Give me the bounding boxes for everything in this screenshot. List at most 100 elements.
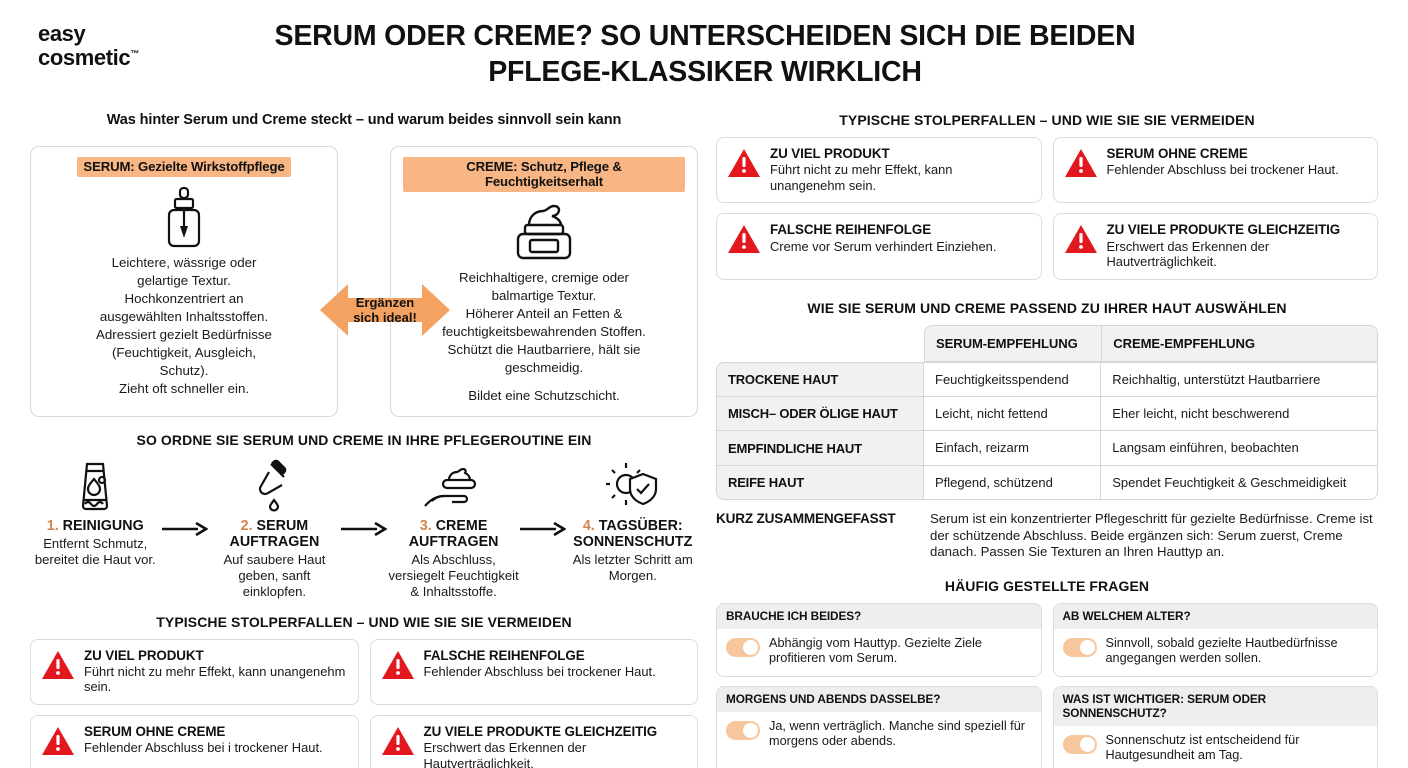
creme-footer-line: Bildet eine Schutzschicht. xyxy=(468,388,620,404)
table-cell-creme: Reichhaltig, unterstützt Hautbarriere xyxy=(1101,361,1378,397)
summary-text: Serum ist ein konzentrierter Pflegeschri… xyxy=(930,511,1373,560)
table-cell-serum: Einfach, reizarm xyxy=(924,430,1102,465)
table-cell-serum: Feuchtigkeitsspendend xyxy=(924,361,1102,397)
complement-badge: Ergänzen sich ideal! xyxy=(320,274,450,346)
pitfall-desc: Fehlender Abschluss bei i trockener Haut… xyxy=(84,740,323,756)
routine-step-4-title: 4. TAGSÜBER: SONNENSCHUTZ xyxy=(568,518,698,550)
brand-logo: easy cosmetic™ xyxy=(38,22,139,70)
cleanser-tube-icon xyxy=(30,456,160,512)
faq-question[interactable]: MORGENS UND ABENDS DASSELBE? xyxy=(717,686,1041,712)
pitfall-desc: Fehlender Abschluss bei trockener Haut. xyxy=(1106,162,1339,178)
toggle-switch[interactable] xyxy=(726,637,760,657)
toggle-switch[interactable] xyxy=(1062,637,1097,657)
routine-step-3-title: 3. CREME AUFTRAGEN xyxy=(388,518,518,550)
faq-item[interactable]: AB WELCHEM ALTER? Sinnvoll, sobald gezie… xyxy=(1052,602,1378,677)
pitfalls-left-grid: ZU VIEL PRODUKT Führt nicht zu mehr Effe… xyxy=(30,638,698,768)
routine-step-1-label: REINIGUNG xyxy=(62,518,144,535)
serum-line-4: Adressiert gezielt Bedürfnisse xyxy=(96,327,272,343)
pitfall-desc: Erschwert das Erkennen der Hautverträgli… xyxy=(1106,238,1270,270)
faq-answer-row: Ja, wenn verträglich. Manche sind spezie… xyxy=(717,712,1041,759)
serum-card-heading: SERUM: Gezielte Wirkstoffpflege xyxy=(77,157,291,177)
pitfall-title: ZU VIEL PRODUKT xyxy=(84,647,204,663)
double-arrow-icon xyxy=(320,284,450,336)
routine-arrow-3 xyxy=(519,456,568,537)
pitfall-card: SERUM OHNE CREME Fehlender Abschluss bei… xyxy=(1052,137,1378,204)
pitfall-title: FALSCHE REIHENFOLGE xyxy=(770,222,932,238)
creme-card: CREME: Schutz, Pflege & Feuchtigkeitserh… xyxy=(390,146,698,418)
pitfall-text: FALSCHE REIHENFOLGE Creme vor Serum verh… xyxy=(770,222,996,254)
faq-question[interactable]: BRAUCHE ICH BEIDES? xyxy=(717,603,1041,629)
warning-triangle-icon xyxy=(41,726,75,762)
pitfall-desc: Fehlender Abschluss bei trockener Haut. xyxy=(423,664,656,679)
table-row-skin: MISCH– ODER ÖLIGE HAUT xyxy=(716,396,924,431)
table-header-row: SERUM-EMPFEHLUNG CREME-EMPFEHLUNG xyxy=(716,324,1378,362)
faq-item[interactable]: WAS IST WICHTIGER: SERUM ODER SONNENSCHU… xyxy=(1052,685,1378,768)
routine-arrow-1 xyxy=(160,456,209,537)
serum-line-3: ausgewählten Inhaltsstoffen. xyxy=(99,309,269,325)
creme-card-text: Reichhaltigere, cremige oder balmartige … xyxy=(403,269,685,404)
routine-step-4: 4. TAGSÜBER: SONNENSCHUTZ Als letzter Sc… xyxy=(568,456,698,584)
routine-section-title: SO ORDNE SIE SERUM UND CREME IN IHRE PFL… xyxy=(136,432,592,449)
pitfall-card: FALSCHE REIHENFOLGE Creme vor Serum verh… xyxy=(716,213,1042,280)
summary-block: KURZ ZUSAMMENGEFASST Serum ist ein konze… xyxy=(716,511,1378,561)
faq-grid: BRAUCHE ICH BEIDES? Abhängig vom Hauttyp… xyxy=(716,602,1378,768)
table-cell-serum: Leicht, nicht fettend xyxy=(924,396,1102,431)
serum-line-2: Hochkonzentriert an xyxy=(124,291,244,307)
routine-step-4-label: TAGSÜBER: SONNENSCHUTZ xyxy=(573,518,693,551)
table-cell-creme: Spendet Feuchtigkeit & Geschmeidigkeit xyxy=(1101,464,1378,501)
complement-badge-line1: Ergänzen xyxy=(355,294,415,310)
summary-label: KURZ ZUSAMMENGEFASST xyxy=(716,511,896,527)
creme-line-5: geschmeidig. xyxy=(504,360,584,376)
pitfall-title: SERUM OHNE CREME xyxy=(84,723,226,739)
routine-step-3-number: 3. xyxy=(419,518,432,535)
serum-line-5: (Feuchtigkeit, Ausgleich, xyxy=(111,345,257,361)
faq-answer-row: Abhängig vom Hauttyp. Gezielte Ziele pro… xyxy=(717,629,1041,676)
complement-badge-label: Ergänzen sich ideal! xyxy=(353,295,417,326)
pitfall-desc: Creme vor Serum verhindert Einziehen. xyxy=(770,238,997,254)
pitfall-title: FALSCHE REIHENFOLGE xyxy=(423,647,585,663)
creme-line-1: balmartige Textur. xyxy=(491,288,597,304)
toggle-switch[interactable] xyxy=(1062,734,1097,754)
pitfall-text: SERUM OHNE CREME Fehlender Abschluss bei… xyxy=(84,724,323,756)
pitfall-desc: Führt nicht zu mehr Effekt, kann unangen… xyxy=(770,162,953,193)
cream-jar-icon xyxy=(403,201,685,263)
routine-step-1-number: 1. xyxy=(46,518,59,535)
routine-step-2-title: 2. SERUM AUFTRAGEN xyxy=(209,518,339,550)
hand-cream-icon xyxy=(388,456,518,512)
faq-question[interactable]: AB WELCHEM ALTER? xyxy=(1053,603,1377,629)
pitfall-text: SERUM OHNE CREME Fehlender Abschluss bei… xyxy=(1107,146,1339,178)
dropper-icon xyxy=(209,456,339,512)
pitfall-title: ZU VIELE PRODUKTE GLEICHZEITIG xyxy=(423,723,658,739)
pitfall-title: SERUM OHNE CREME xyxy=(1106,146,1248,161)
routine-steps: 1. REINIGUNG Entfernt Schmutz, bereitet … xyxy=(30,456,698,599)
right-column: TYPISCHE STOLPERFALLEN – UND WIE SIE SIE… xyxy=(716,112,1378,768)
routine-step-3-desc: Als Abschluss, versiegelt Feuchtigkeit &… xyxy=(388,552,519,599)
table-row: MISCH– ODER ÖLIGE HAUT Leicht, nicht fet… xyxy=(716,396,1378,431)
routine-step-4-number: 4. xyxy=(582,518,595,535)
table-cell-serum: Pflegend, schützend xyxy=(924,464,1102,501)
creme-line-3: feuchtigkeitsbewahrenden Stoffen. xyxy=(442,324,646,340)
routine-step-1-desc: Entfernt Schmutz, bereitet die Haut vor. xyxy=(34,536,156,567)
sun-shield-icon xyxy=(568,456,698,512)
pitfall-card: ZU VIEL PRODUKT Führt nicht zu mehr Effe… xyxy=(716,137,1042,204)
table-row: TROCKENE HAUT Feuchtigkeitsspendend Reic… xyxy=(716,361,1378,397)
faq-answer: Abhängig vom Hauttyp. Gezielte Ziele pro… xyxy=(769,635,982,666)
pitfall-desc: Führt nicht zu mehr Effekt, kann unangen… xyxy=(84,664,346,695)
pitfall-card: ZU VIELE PRODUKTE GLEICHZEITIG Erschwert… xyxy=(369,714,698,768)
faq-answer: Sinnvoll, sobald gezielte Hautbedürfniss… xyxy=(1105,635,1338,666)
serum-card: SERUM: Gezielte Wirkstoffpflege Leichter… xyxy=(30,146,338,418)
serum-line-1: gelartige Textur. xyxy=(137,273,231,289)
pitfalls-right-grid: ZU VIEL PRODUKT Führt nicht zu mehr Effe… xyxy=(716,137,1378,280)
toggle-switch[interactable] xyxy=(726,720,760,740)
faq-question[interactable]: WAS IST WICHTIGER: SERUM ODER SONNENSCHU… xyxy=(1053,686,1377,726)
faq-item[interactable]: MORGENS UND ABENDS DASSELBE? Ja, wenn ve… xyxy=(716,685,1042,768)
pitfall-text: ZU VIELE PRODUKTE GLEICHZEITIG Erschwert… xyxy=(424,724,688,768)
routine-step-1: 1. REINIGUNG Entfernt Schmutz, bereitet … xyxy=(30,456,160,568)
creme-line-0: Reichhaltigere, cremige oder xyxy=(459,270,629,285)
serum-line-0: Leichtere, wässrige oder xyxy=(111,255,257,270)
routine-step-2-label: SERUM AUFTRAGEN xyxy=(229,518,320,551)
faq-answer-row: Sinnvoll, sobald gezielte Hautbedürfniss… xyxy=(1054,629,1378,676)
complement-badge-line2: sich ideal! xyxy=(353,310,417,325)
faq-item[interactable]: BRAUCHE ICH BEIDES? Abhängig vom Hauttyp… xyxy=(716,602,1042,677)
